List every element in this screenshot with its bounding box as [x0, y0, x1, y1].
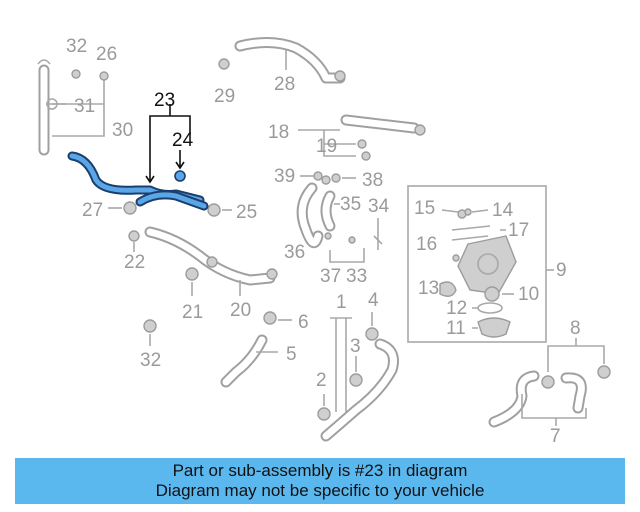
callout-32-top: 32 [66, 36, 87, 57]
callout-9: 9 [556, 260, 567, 281]
highlighted-part-23[interactable] [67, 151, 209, 211]
callout-36: 36 [284, 242, 305, 263]
callout-16: 16 [416, 234, 437, 255]
callout-39: 39 [274, 166, 295, 187]
callout-8: 8 [570, 318, 581, 339]
banner-line-1: Part or sub-assembly is #23 in diagram [172, 461, 468, 480]
callout-3: 3 [350, 336, 361, 357]
callout-2: 2 [316, 370, 327, 391]
callout-21: 21 [182, 302, 203, 323]
callout-24: 24 [172, 130, 194, 151]
callout-17: 17 [508, 220, 529, 241]
callout-25: 25 [236, 202, 257, 223]
callout-1: 1 [336, 292, 347, 313]
highlighted-clip-24[interactable] [174, 170, 186, 182]
callout-13: 13 [418, 278, 439, 299]
callout-27: 27 [82, 200, 103, 221]
info-banner: Part or sub-assembly is #23 in diagram D… [15, 458, 625, 504]
leader-24 [175, 150, 185, 170]
callout-23: 23 [154, 90, 175, 111]
callout-20: 20 [230, 300, 251, 321]
banner-line-2: Diagram may not be specific to your vehi… [155, 481, 485, 500]
callout-33: 33 [346, 266, 367, 287]
callout-26: 26 [96, 44, 117, 65]
callout-15: 15 [414, 198, 435, 219]
callout-5: 5 [286, 344, 297, 365]
callout-29: 29 [214, 86, 235, 107]
callout-14: 14 [492, 200, 514, 221]
callout-34: 34 [368, 196, 390, 217]
callout-4: 4 [368, 290, 379, 311]
callout-35: 35 [340, 194, 361, 215]
callout-18: 18 [268, 122, 289, 143]
parts-diagram: 23 24 32 26 31 30 29 28 18 19 39 38 27 2… [37, 36, 611, 447]
callout-22: 22 [124, 252, 145, 273]
callout-31: 31 [74, 96, 95, 117]
callout-37: 37 [320, 266, 341, 287]
callout-19: 19 [316, 136, 337, 157]
callout-6: 6 [298, 312, 309, 333]
callout-32-bottom: 32 [140, 350, 161, 371]
callout-7: 7 [550, 426, 561, 447]
callout-10: 10 [518, 284, 539, 305]
callout-28: 28 [274, 74, 295, 95]
callout-30: 30 [112, 120, 133, 141]
grey-parts [37, 37, 611, 442]
callout-38: 38 [362, 170, 383, 191]
callout-12: 12 [446, 298, 467, 319]
callout-11: 11 [446, 318, 466, 339]
leader-23 [149, 104, 191, 182]
